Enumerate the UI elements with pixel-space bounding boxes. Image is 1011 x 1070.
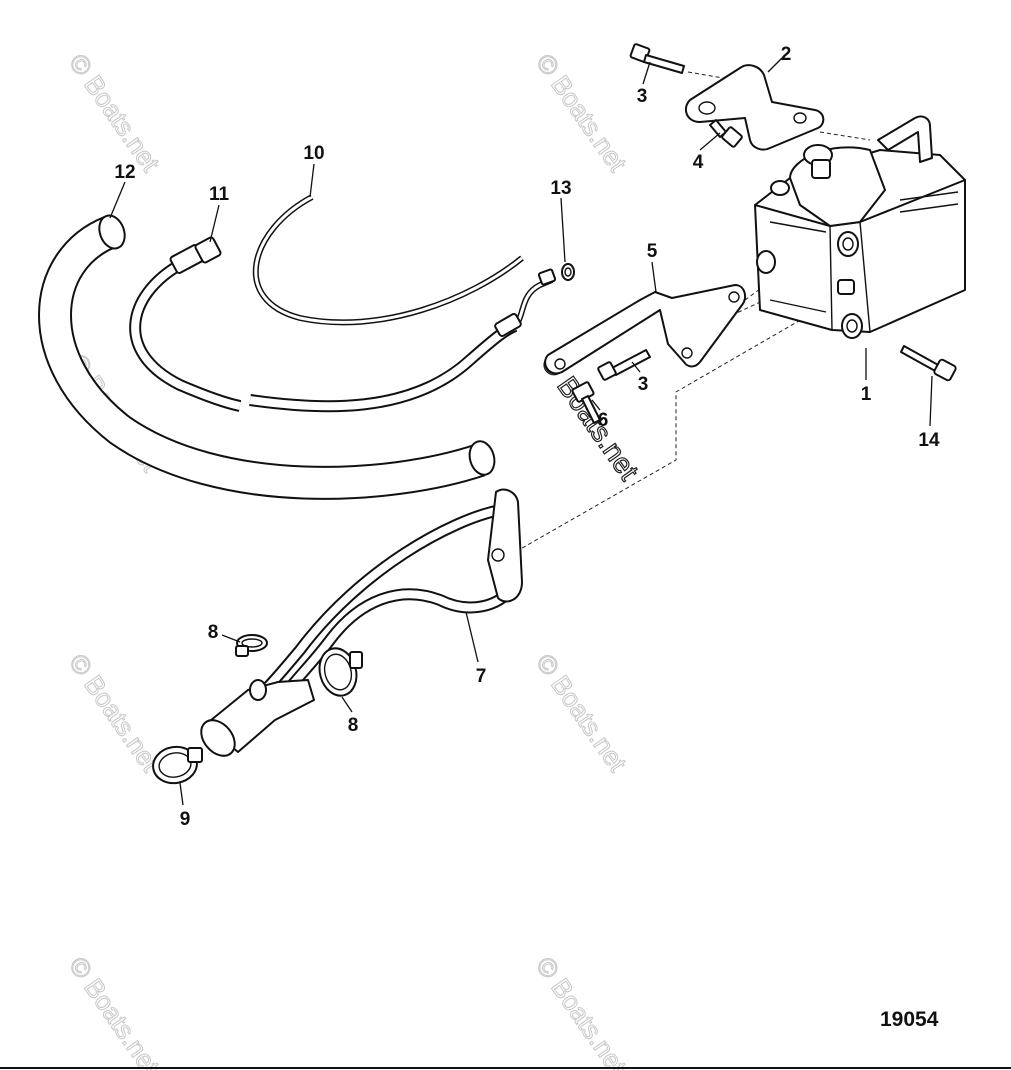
watermark: © Boats.net — [63, 951, 166, 1070]
bolt-14 — [900, 345, 957, 382]
clamp-8-upper — [235, 634, 268, 657]
callout-9: 9 — [180, 809, 191, 830]
hose-11 — [129, 236, 557, 413]
hose-12 — [38, 214, 496, 500]
bolt-4 — [709, 119, 743, 148]
bolt-3-lower — [597, 349, 651, 381]
pipe-assembly-7 — [200, 488, 523, 757]
clamp-8-lower — [318, 647, 363, 697]
callout-3-upper: 3 — [637, 86, 648, 107]
callout-2: 2 — [781, 44, 792, 65]
line-10 — [252, 194, 524, 326]
bracket-5 — [544, 284, 747, 375]
module-1 — [754, 115, 966, 339]
bolt-6 — [571, 381, 601, 424]
o-ring-13 — [561, 263, 575, 281]
callout-1: 1 — [861, 384, 872, 405]
callout-4: 4 — [693, 152, 704, 173]
callout-14: 14 — [918, 430, 940, 451]
callout-5: 5 — [647, 241, 658, 262]
callouts: 1 2 3 3 4 5 6 7 8 8 9 10 11 12 13 14 — [114, 44, 940, 830]
callout-8-lower: 8 — [348, 715, 359, 736]
watermark: © Boats.net — [530, 951, 633, 1070]
watermark: © Boats.net — [63, 648, 166, 777]
callout-12: 12 — [114, 162, 135, 183]
callout-11: 11 — [209, 184, 230, 205]
callout-3-lower: 3 — [638, 374, 649, 395]
callout-8-upper: 8 — [208, 622, 219, 643]
watermarks: © Boats.net © Boats.net © Boats.net © Bo… — [63, 48, 646, 1070]
callout-13: 13 — [550, 178, 571, 199]
callout-7: 7 — [476, 666, 487, 687]
leader-lines — [109, 57, 933, 806]
bolt-3-upper — [629, 43, 685, 74]
watermark: © Boats.net — [530, 48, 633, 177]
figure-number: 19054 — [880, 1008, 939, 1031]
callout-6: 6 — [598, 410, 609, 431]
bracket-2 — [684, 64, 825, 151]
watermark: © Boats.net — [63, 48, 166, 177]
watermark: © Boats.net — [530, 648, 633, 777]
clamp-9 — [152, 745, 203, 785]
callout-10: 10 — [303, 143, 324, 164]
